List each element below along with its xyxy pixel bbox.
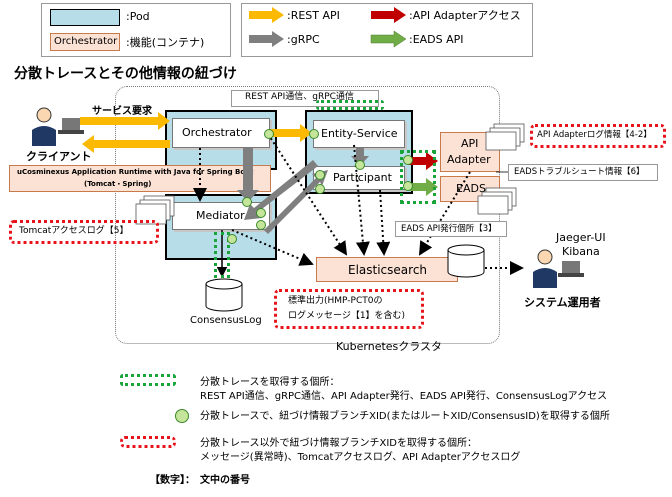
trace-node — [264, 129, 274, 139]
mediator-label: Mediator — [196, 209, 245, 222]
green-dot-mediator-consensus — [214, 232, 230, 278]
trace-node — [242, 197, 252, 207]
eads-api-issue-callout — [395, 221, 507, 237]
entity-service-box — [313, 120, 405, 148]
trace-node — [256, 220, 266, 230]
legend-grpc-label: :gRPC — [287, 33, 320, 46]
trace-line-entity — [353, 144, 370, 256]
legend-pod-label: :Pod — [126, 10, 150, 23]
tomcat-log-label: Tomcatアクセスログ【5】 — [19, 226, 129, 236]
consensus-log-db-icon — [205, 278, 243, 312]
trace-node — [227, 234, 237, 244]
legend-red-label-2: メッセージ(異常時)、Tomcatアクセスログ、API Adapterアクセスロ… — [200, 452, 521, 463]
legend-function-swatch — [50, 33, 120, 51]
trace-node — [256, 208, 266, 218]
tomcat-log-docs-icon — [135, 195, 175, 225]
runtime-label-2: (Tomcat・Spring) — [84, 180, 152, 188]
api-adapter-log-callout — [530, 124, 666, 148]
tomcat-log-callout — [9, 220, 159, 244]
rest-grpc-label: REST API通信、gRPC通信 — [245, 92, 354, 102]
legend-rest-arrow — [249, 7, 284, 23]
orchestrator-entity-rest-arrow — [270, 124, 312, 142]
legend-adapter-label: :API Adapterアクセス — [409, 9, 521, 22]
trace-line-participant — [376, 189, 391, 256]
api-adapter-label-1: API — [461, 137, 479, 150]
trace-node — [355, 160, 365, 170]
entity-participant-grpc-arrow — [351, 148, 369, 166]
trace-node — [315, 184, 325, 194]
admin-person-icon — [533, 249, 584, 288]
trace-node — [315, 170, 325, 180]
legend-rest-label: :REST API — [287, 9, 340, 22]
legend-green-swatch — [120, 374, 176, 386]
legend-eads-arrow — [370, 30, 407, 48]
jaeger-label: Jaeger-UI — [556, 231, 606, 244]
runtime-box — [9, 165, 271, 192]
legend-circle-label: 分散トレースで、紐づけ情報ブランチXID(またはルートXID/Consensus… — [200, 411, 610, 422]
trace-node — [309, 129, 319, 139]
legend-circle-swatch — [175, 409, 189, 423]
legend-function-sample: Orchestrator — [54, 36, 118, 47]
api-adapter-log-label: API Adapterログ情報【4-2】 — [537, 130, 652, 140]
api-adapter-label-2: Adapter — [447, 153, 491, 166]
legend-adapter-arrow — [371, 7, 406, 23]
client-person-icon — [32, 107, 84, 146]
legend-red-swatch — [120, 436, 176, 448]
orchestrator-label: Orchestrator — [182, 126, 252, 139]
legend-green-label-2: REST API通信、gRPC通信、API Adapter発行、EADS API… — [200, 391, 608, 402]
stdout-label-1: 標準出力(HMP-PCT0の — [288, 296, 383, 306]
elasticsearch-box — [316, 257, 458, 282]
api-adapter-log-docs-icon — [485, 123, 525, 151]
runtime-label-1: uCosminexus Application Runtime with Jav… — [17, 168, 254, 176]
trace-line-orch — [267, 133, 348, 256]
elasticsearch-db-icon — [447, 244, 485, 278]
stdout-callout — [274, 289, 424, 329]
legend-pod-swatch — [50, 9, 120, 26]
eads-trouble-label: EADSトラブルシュート情報【6】 — [514, 167, 645, 177]
eads-label: EADS — [456, 182, 486, 195]
page-title: 分散トレースとその他情報の紐づけ — [14, 66, 237, 82]
legend-numbers-label: 【数字】： 文中の番号 — [150, 475, 250, 486]
trace-line-api-adapter — [418, 171, 471, 256]
legend-green-label-1: 分散トレースを取得する個所： — [200, 377, 340, 388]
trace-node — [403, 155, 413, 165]
green-dot-adapter-eads — [400, 150, 436, 204]
orchestrator-mediator-grpc-arrow — [237, 148, 259, 202]
orchestrator-box — [172, 118, 270, 148]
legend-top-left — [41, 3, 231, 57]
trace-node — [403, 181, 413, 191]
client-label: クライアント — [26, 150, 92, 163]
stdout-label-2: ログメッセージ【1】を含む) — [288, 311, 406, 321]
mediator-participant-grpc-arrow — [264, 170, 328, 234]
legend-function-label: :機能(コンテナ) — [126, 36, 205, 49]
kibana-label: Kibana — [562, 245, 600, 258]
participant-mediator-grpc-arrow — [244, 160, 318, 220]
eads-api-arrow — [408, 178, 438, 196]
legend-eads-label: :EADS API — [409, 33, 464, 46]
kubernetes-label: Kubernetesクラスタ — [336, 340, 443, 353]
participant-label: Participant — [333, 171, 392, 184]
entity-service-label: Entity-Service — [321, 127, 398, 140]
green-dot-rest-grpc — [316, 100, 384, 110]
sys-admin-label: システム運用者 — [524, 296, 601, 309]
api-adapter-access-arrow — [408, 152, 438, 170]
legend-top-right — [241, 3, 533, 57]
eads-trouble-docs-icon — [477, 187, 517, 215]
consensus-log-label: ConsensusLog — [190, 315, 262, 326]
legend-red-label-1: 分散トレース以外で紐づけ情報ブランチXIDを取得する個所： — [200, 438, 477, 449]
eads-api-issue-label: EADS API発行個所【3】 — [401, 224, 497, 234]
trace-line-mediator — [231, 229, 314, 266]
elasticsearch-label: Elasticsearch — [348, 263, 428, 277]
service-request-arrow — [80, 112, 170, 130]
kubernetes-cluster — [115, 86, 500, 344]
eads-trouble-callout — [508, 164, 658, 181]
legend-grpc-arrow — [249, 31, 284, 47]
service-request-label: サービス要求 — [92, 106, 152, 117]
service-response-arrow — [82, 135, 170, 153]
participant-box — [313, 166, 405, 190]
